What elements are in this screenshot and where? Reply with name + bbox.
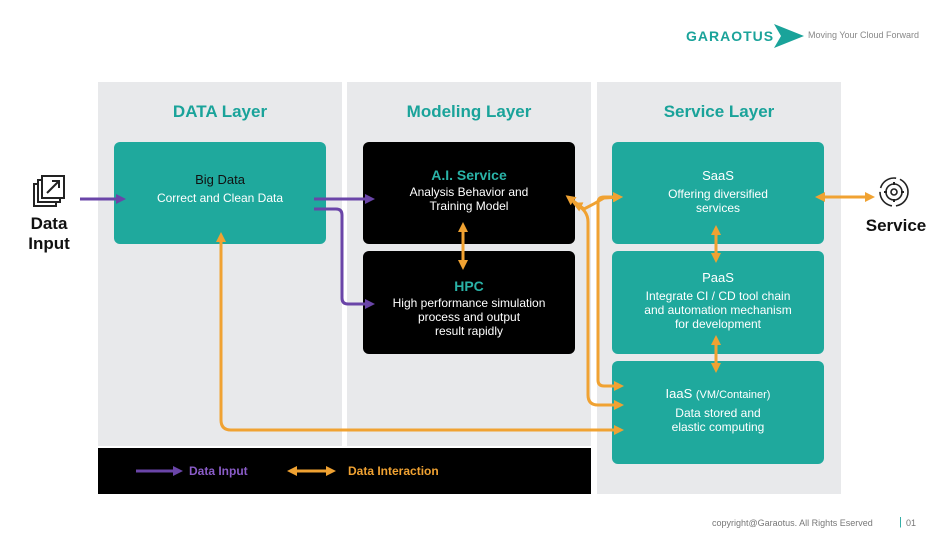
gear-sync-icon xyxy=(879,177,909,207)
footer-page-number: 01 xyxy=(906,518,917,528)
paas-title: PaaS xyxy=(702,270,734,285)
big-data-desc: Correct and Clean Data xyxy=(156,191,284,205)
footer-copyright: copyright@Garaotus. All Rights Eserved xyxy=(712,518,873,528)
iaas-desc: Data stored and elastic computing xyxy=(671,406,765,434)
big-data-title: Big Data xyxy=(195,172,245,187)
iaas-title: IaaS xyxy=(665,386,693,401)
ai-service-desc: Analysis Behavior and Training Model xyxy=(409,185,529,213)
big-data-box: Big Data Correct and Clean Data xyxy=(114,142,326,244)
footer-divider: | xyxy=(899,516,902,528)
bigdata-to-hpc-arrow xyxy=(314,207,375,309)
iaas-box: IaaS (VM/Container) Data stored and elas… xyxy=(612,361,824,464)
modeling-layer-title: Modeling Layer xyxy=(406,102,532,121)
data-layer-title: DATA Layer xyxy=(172,102,268,121)
iaas-title-suffix: (VM/Container) xyxy=(695,389,771,401)
saas-desc: Offering diversified services xyxy=(668,187,768,215)
iaas-title-row: IaaS (VM/Container) xyxy=(612,387,824,402)
paas-desc: Integrate CI / CD tool chain and automat… xyxy=(644,289,792,331)
brand-arrow-icon xyxy=(774,24,804,48)
legend-data-input: Data Input xyxy=(189,464,248,478)
ai-service-box: A.I. Service Analysis Behavior and Train… xyxy=(363,142,575,244)
service-output-label: Service xyxy=(865,216,927,235)
service-layer-title: Service Layer xyxy=(663,102,775,121)
ai-service-title: A.I. Service xyxy=(431,167,507,183)
data-input-label: Data Input xyxy=(28,214,70,253)
legend-data-interaction: Data Interaction xyxy=(348,464,439,478)
bigdata-iaas-interaction-arrow xyxy=(216,232,624,435)
brand-name: GARAOTUS xyxy=(686,28,775,44)
legend: Data Input Data Interaction xyxy=(98,448,591,494)
brand-tagline: Moving Your Cloud Forward xyxy=(808,30,920,40)
paas-box: PaaS Integrate CI / CD tool chain and au… xyxy=(612,251,824,354)
saas-iaas-interaction-arrow xyxy=(596,192,624,391)
brand-logo: GARAOTUS xyxy=(686,24,806,48)
file-export-icon xyxy=(33,175,65,207)
saas-title: SaaS xyxy=(702,168,734,183)
